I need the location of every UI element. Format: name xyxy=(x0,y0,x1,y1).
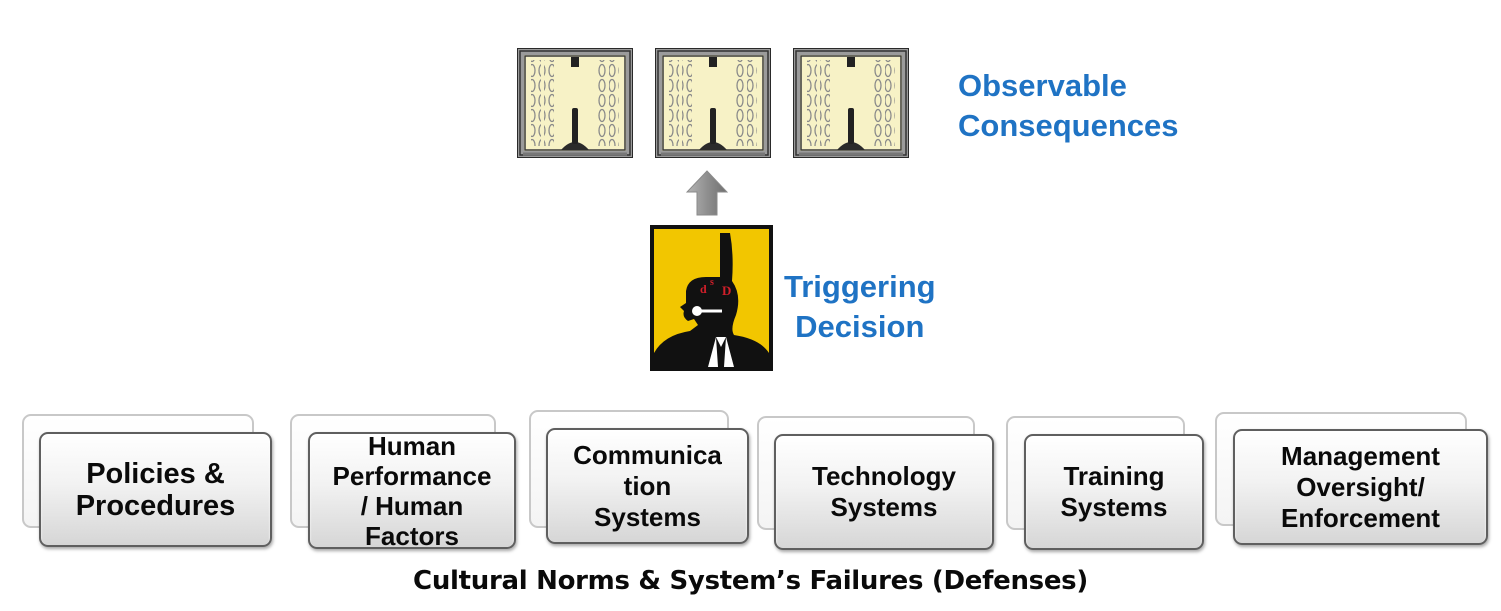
card-line: Enforcement xyxy=(1281,502,1440,533)
triggering-decision-label: Triggering Decision xyxy=(784,267,936,347)
card-line: Systems xyxy=(594,501,701,532)
label-line: Consequences xyxy=(958,108,1179,143)
card-line: Technology xyxy=(812,461,956,491)
observable-consequences-label: Observable Consequences xyxy=(958,66,1179,146)
card-line: Systems xyxy=(1060,492,1168,522)
card-line: Human xyxy=(367,430,457,461)
head-letter: d xyxy=(700,282,707,296)
card-line: Oversight/ xyxy=(1296,471,1425,502)
card-line: tion xyxy=(623,470,672,501)
defense-card-human-performance: Human Performance / Human Factors xyxy=(308,430,516,551)
card-line: Systems xyxy=(830,492,938,522)
open-head-thinking-icon: d s D xyxy=(650,225,773,371)
chained-door-icon xyxy=(793,48,909,158)
card-line: Training xyxy=(1063,461,1165,491)
head-letter: s xyxy=(710,277,714,288)
card-line: Factors xyxy=(365,520,459,551)
defense-card-policies-procedures: Policies & Procedures xyxy=(39,432,272,547)
card-line: / Human xyxy=(360,490,464,521)
card-line: Procedures xyxy=(75,489,236,522)
chained-door-icon xyxy=(655,48,771,158)
card-line: Communica xyxy=(573,439,722,470)
defense-card-training-systems: Training Systems xyxy=(1024,434,1204,550)
head-letter: D xyxy=(722,283,731,298)
defense-card-management-oversight: Management Oversight/ Enforcement xyxy=(1233,429,1488,545)
label-line: Triggering xyxy=(784,269,936,304)
card-line: Policies & xyxy=(86,457,225,490)
defense-card-technology-systems: Technology Systems xyxy=(774,434,994,550)
chained-door-icon xyxy=(517,48,633,158)
card-line: Performance xyxy=(332,460,492,491)
card-line: Management xyxy=(1281,440,1440,471)
label-line: Observable xyxy=(958,68,1127,103)
up-arrow-icon xyxy=(686,170,728,216)
defense-card-communication-systems: Communica tion Systems xyxy=(546,428,749,544)
footer-caption: Cultural Norms & System’s Failures (Defe… xyxy=(413,566,1088,596)
label-line: Decision xyxy=(795,309,925,344)
